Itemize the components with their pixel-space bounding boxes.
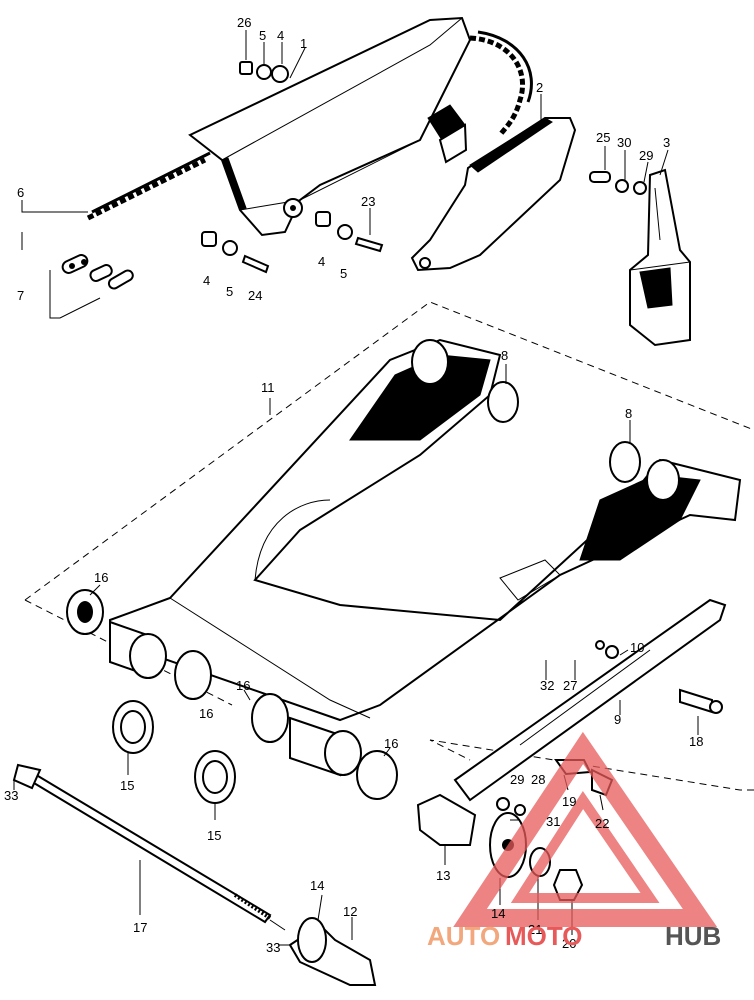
callout-4: 4 [203,273,210,288]
callout-5: 5 [259,28,266,43]
callout-10: 10 [630,640,644,655]
watermark-auto: AUTO [427,921,500,951]
callout-28: 28 [531,772,545,787]
callout-25: 25 [596,130,610,145]
callout-20: 20 [562,936,576,951]
watermark-hub: HUB [665,921,721,951]
callout-15: 15 [207,828,221,843]
callout-16: 16 [199,706,213,721]
callout-11: 11 [261,380,275,395]
pivot-collars [66,589,398,800]
callout-24: 24 [248,288,262,303]
dust-seals [112,700,236,804]
callout-29: 29 [639,148,653,163]
watermark-moto: MOTO [505,921,583,951]
master-link [49,254,134,319]
callout-2: 2 [536,80,543,95]
callout-33: 33 [266,940,280,955]
swing-arm [109,338,742,722]
callout-4: 4 [277,28,284,43]
callout-14: 14 [310,878,324,893]
callout-4: 4 [318,254,325,269]
callout-6: 6 [17,185,24,200]
callout-5: 5 [340,266,347,281]
callout-15: 15 [120,778,134,793]
callout-27: 27 [563,678,577,693]
callout-13: 13 [436,868,450,883]
drive-chain [86,30,533,221]
bushing-upper [487,381,519,423]
bushing-right [609,441,641,483]
callout-26: 26 [237,15,251,30]
pivot-shaft [12,763,272,924]
callout-14: 14 [491,906,505,921]
callout-30: 30 [617,135,631,150]
callout-31: 31 [546,814,560,829]
leader-lines [13,30,699,946]
bracket [629,168,691,347]
callout-17: 17 [133,920,147,935]
callout-12: 12 [343,904,357,919]
callout-5: 5 [226,284,233,299]
callout-3: 3 [663,135,670,150]
watermark-logo [453,731,718,927]
callout-32: 32 [540,678,554,693]
callout-18: 18 [689,734,703,749]
chain-case [188,16,472,237]
watermark-text: AUTO MOTO HUB [427,921,721,951]
callout-33: 33 [4,788,18,803]
callout-29: 29 [510,772,524,787]
callout-9: 9 [614,712,621,727]
callout-16: 16 [236,678,250,693]
callout-23: 23 [361,194,375,209]
fasteners-top [201,61,647,274]
chain-adjuster [453,598,727,802]
callout-8: 8 [625,406,632,421]
callout-16: 16 [94,570,108,585]
callout-19: 19 [562,794,576,809]
callout-21: 21 [528,922,542,937]
callout-7: 7 [17,288,24,303]
callout-22: 22 [595,816,609,831]
callout-16: 16 [384,736,398,751]
callout-labels: 26 5 4 1 2 25 30 29 3 6 7 23 4 5 24 4 5 … [4,15,703,955]
chain-guide [410,117,577,272]
callout-1: 1 [300,36,307,51]
callout-8: 8 [501,348,508,363]
